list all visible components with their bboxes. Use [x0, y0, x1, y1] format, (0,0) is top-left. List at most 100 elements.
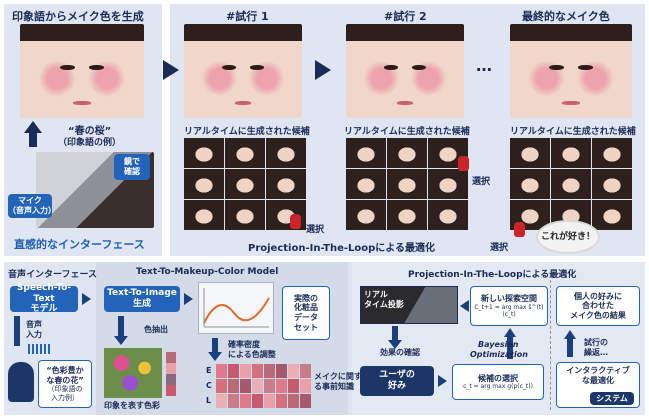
row-label-l: L — [206, 396, 212, 405]
arrow-left-icon — [460, 300, 469, 312]
color-swatch — [240, 379, 251, 393]
color-swatch — [252, 394, 263, 408]
new-search-space-box: 新しい探索空間 C_t+1 = arg max ŝ^(t)(c_t) — [470, 286, 548, 326]
voice-input-label-2: 入力 — [26, 330, 42, 339]
select-label-1: 選択 — [306, 225, 325, 235]
bayes-label-2: Optimization — [470, 350, 528, 359]
hand-cursor-icon — [290, 214, 301, 229]
select-label-3: 選択 — [490, 243, 509, 253]
face-photo-trial-2 — [346, 24, 464, 118]
face-photo-initial — [20, 24, 144, 118]
color-swatch — [264, 379, 275, 393]
impression-word-note: （印象語の例） — [58, 138, 122, 148]
candidate-face[interactable] — [510, 138, 550, 168]
candidate-face[interactable] — [592, 200, 632, 230]
candidate-face[interactable] — [387, 200, 427, 230]
color-swatch — [252, 379, 263, 393]
candidate-face[interactable] — [266, 169, 306, 199]
color-swatch — [228, 394, 239, 408]
color-swatch — [252, 364, 263, 378]
realtime-candidates-label-1: リアルタイムに生成された候補 — [184, 127, 310, 137]
extracted-palette — [166, 352, 176, 396]
speech-to-text-box: Speech-To-Text モデル — [10, 283, 78, 314]
ellipsis-icon: … — [476, 56, 494, 75]
candidate-face[interactable] — [225, 169, 265, 199]
final-makeup-title: 最終的なメイク色 — [522, 10, 610, 23]
candidate-grid-trial-2 — [346, 138, 468, 230]
select-label-2: 選択 — [472, 177, 491, 187]
candidate-face[interactable] — [592, 169, 632, 199]
arrow-down-icon — [114, 336, 128, 345]
projection-loop-title: Projection-In-The-Loopによる最適化 — [408, 270, 577, 280]
impression-colors-caption: 印象を表す色彩 — [104, 401, 160, 410]
example-phrase-box: “色彩豊か な春の花” （印象語の 入力例） — [38, 360, 92, 408]
prob-adjust-label-1: 確率密度 — [228, 340, 260, 349]
arrow-up-icon — [564, 330, 576, 339]
impression-word-quote: “春の桜” — [68, 126, 112, 137]
color-extraction-label: 色抽出 — [144, 325, 168, 334]
thought-bubble: これが好き！ — [538, 222, 598, 252]
color-swatch — [288, 364, 299, 378]
color-swatch — [216, 394, 227, 408]
arrow-right-icon — [163, 60, 179, 80]
color-swatch — [276, 379, 287, 393]
realtime-candidates-label-3: リアルタイムに生成された候補 — [510, 127, 636, 137]
bayes-label-1: Bayesian — [478, 340, 519, 349]
color-swatch — [216, 364, 227, 378]
effect-check-label: 効果の確認 — [380, 348, 420, 357]
intuitive-interface-caption: 直感的なインターフェース — [14, 238, 145, 251]
arrow-right-icon — [438, 375, 447, 387]
arrow-up-icon — [504, 328, 516, 337]
text-to-makeup-title: Text-To-Makeup-Color Model — [136, 267, 279, 277]
candidate-face[interactable] — [346, 200, 386, 230]
candidate-face[interactable] — [346, 138, 386, 168]
candidate-face[interactable] — [387, 169, 427, 199]
candidate-face[interactable] — [184, 200, 224, 230]
candidate-face[interactable] — [266, 138, 306, 168]
prior-knowledge-label-1: メイクに関す — [314, 372, 362, 381]
candidate-face[interactable] — [510, 169, 550, 199]
arrow-down-icon — [388, 340, 402, 349]
color-swatch — [300, 379, 311, 393]
projection-loop-caption: Projection-In-The-Loopによる最適化 — [248, 243, 435, 254]
candidate-face[interactable] — [184, 169, 224, 199]
arrow-down-icon — [208, 352, 222, 361]
color-swatch — [264, 394, 275, 408]
candidate-face[interactable] — [225, 138, 265, 168]
color-swatch — [288, 379, 299, 393]
trial-1-title: #試行 1 — [226, 10, 269, 23]
color-swatch — [240, 394, 251, 408]
color-swatch — [228, 379, 239, 393]
candidate-face[interactable] — [387, 138, 427, 168]
candidate-face[interactable] — [184, 138, 224, 168]
color-swatch — [276, 364, 287, 378]
color-swatch — [228, 364, 239, 378]
candidate-face[interactable] — [225, 200, 265, 230]
color-swatch — [264, 364, 275, 378]
candidate-face[interactable] — [551, 138, 591, 168]
mirror-label: 鏡で 確認 — [114, 154, 150, 180]
candidate-grid-trial-1 — [184, 138, 306, 230]
user-preference-box: ユーザの 好み — [360, 366, 434, 396]
voice-interface-title: 音声インターフェース — [8, 270, 98, 280]
candidate-face[interactable] — [592, 138, 632, 168]
realtime-label-2: タイム投影 — [364, 300, 404, 309]
color-swatch — [276, 394, 287, 408]
density-curve-icon — [203, 288, 270, 328]
repeat-label-2: 繰返… — [584, 348, 608, 357]
hand-cursor-icon — [514, 222, 525, 237]
cosmetics-dataset-box: 実際の 化粧品 データ セット — [282, 286, 330, 340]
candidate-face[interactable] — [428, 200, 468, 230]
candidate-face[interactable] — [551, 169, 591, 199]
candidate-face[interactable] — [346, 169, 386, 199]
probability-density-plot — [198, 282, 274, 334]
microphone-label: マイク （音声入力） — [8, 194, 56, 218]
realtime-candidates-label-2: リアルタイムに生成された候補 — [344, 127, 470, 137]
trial-2-title: #試行 2 — [384, 10, 427, 23]
candidate-selection-box: 候補の選択 c_t = arg max g(p(c_t)) — [452, 364, 544, 400]
row-label-c: C — [206, 381, 212, 390]
repeat-label-1: 試行の — [584, 338, 608, 347]
candidate-face[interactable] — [428, 169, 468, 199]
prob-adjust-label-2: による色調整 — [228, 350, 276, 359]
color-swatch — [288, 394, 299, 408]
